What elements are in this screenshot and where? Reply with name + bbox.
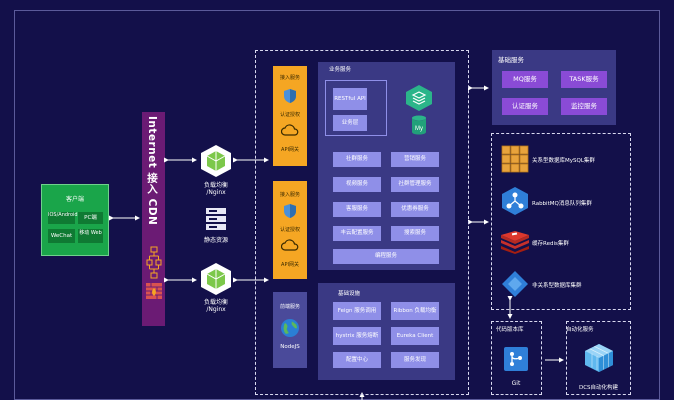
cube-grid-icon [585,344,613,372]
biz-layer-box: 业务层 [333,115,367,131]
infra-item: Ribbon 负载均衡 [391,302,439,320]
network-icon [502,187,528,215]
cube-icon [201,263,231,295]
storage-label: 非关系型数据库集群 [532,283,582,289]
layers-icon [406,85,432,111]
business-title: 业务服务 [329,67,352,73]
access-title: 接入服务 [279,192,300,198]
storage-label: 关系型数据库MySQL集群 [532,158,595,164]
firewall-icon [146,283,162,299]
storage-label: RabbitMQ消息队列集群 [532,201,592,207]
globe-icon [281,319,299,337]
frontend-column: 前端服务 NodeJS [273,292,307,368]
infra-item: hystrix 服务熔断 [333,327,381,345]
network-nodes-icon [146,246,162,279]
client-item: WeChat [48,229,75,243]
access-sub2: API网关 [281,147,299,153]
infra-item: 配置中心 [333,352,381,368]
redis-icon [501,231,529,254]
cube-icon [201,145,231,177]
basic-service: 认证服务 [502,98,548,115]
cloud-icon [281,124,299,136]
main-zone [255,50,469,395]
client-title: 客户端 [65,196,84,203]
frontend-label: NodeJS [280,344,300,350]
storage-zone [491,133,631,310]
cdn-strip: Internet 接入 CDN [142,112,165,326]
shield-icon [284,204,296,218]
basic-service: TASK服务 [561,71,607,88]
client-item: PC端 [78,212,103,224]
business-service: 编程服务 [333,249,439,264]
business-service: 视频服务 [333,177,381,192]
lb-top-label: 负载均衡 /Nginx [203,182,228,196]
access-column: 接入服务 认证授权 API网关 [273,66,307,166]
shield-icon [284,89,296,103]
access-sub2: API网关 [281,262,299,268]
business-service: 社群管理服务 [391,177,439,192]
code-repo-title: 代码版本库 [496,327,524,333]
svg-text:My: My [415,126,423,132]
basic-services-title: 基础服务 [498,56,524,64]
automation-zone [566,321,631,395]
api-stack [325,80,387,136]
infra-item: Feign 服务调用 [333,302,381,320]
access-sub1: 认证授权 [279,112,300,118]
access-title: 接入服务 [279,75,300,81]
frontend-title: 前端服务 [279,304,300,310]
git-icon [504,347,528,371]
git-label: Git [511,380,521,387]
basic-service: 监控服务 [561,98,607,115]
code-repo-zone [491,321,542,395]
restful-api-box: RESTful API [333,88,367,110]
basic-services-panel: 基础服务 MQ服务 TASK服务 认证服务 监控服务 [492,50,616,125]
diamond-icon [502,271,528,297]
automation-label: DCS自动化构建 [578,385,619,391]
access-column: 接入服务 认证授权 API网关 [273,181,307,279]
client-box: 客户端 IOS/Android PC端 WeChat 移动 Web [41,184,109,256]
lb-bottom-label: 负载均衡 /Nginx [203,299,228,313]
cdn-label: Internet 接入 CDN [146,116,158,226]
basic-service: MQ服务 [502,71,548,88]
business-service: 丰云配置服务 [333,226,381,241]
static-label: 静态资源 [203,237,228,244]
infra-item: Eureka Client [391,327,439,345]
business-service: 营销服务 [391,152,439,167]
business-service: 客服服务 [333,202,381,217]
cloud-icon [281,239,299,251]
aws-cubes-icon [501,145,529,173]
business-panel: 业务服务 RESTful API 业务层 My 社群服务 营销服务 视频服务 社… [318,62,455,270]
storage-label: 缓存Redis集群 [532,241,569,247]
business-service: 优惠券服务 [391,202,439,217]
client-item: IOS/Android [48,212,78,224]
server-icon [206,208,226,230]
business-service: 搜索服务 [391,226,439,241]
business-service: 社群服务 [333,152,381,167]
infra-panel: 基础设施 Feign 服务调用 Ribbon 负载均衡 hystrix 服务熔断… [318,283,455,380]
mysql-db-icon: My [412,115,426,135]
access-sub1: 认证授权 [279,227,300,233]
infra-item: 服务发现 [391,352,439,368]
automation-title: 自动化服务 [566,327,594,333]
infra-title: 基础设施 [338,291,361,297]
client-item: 移动 Web [78,229,103,243]
